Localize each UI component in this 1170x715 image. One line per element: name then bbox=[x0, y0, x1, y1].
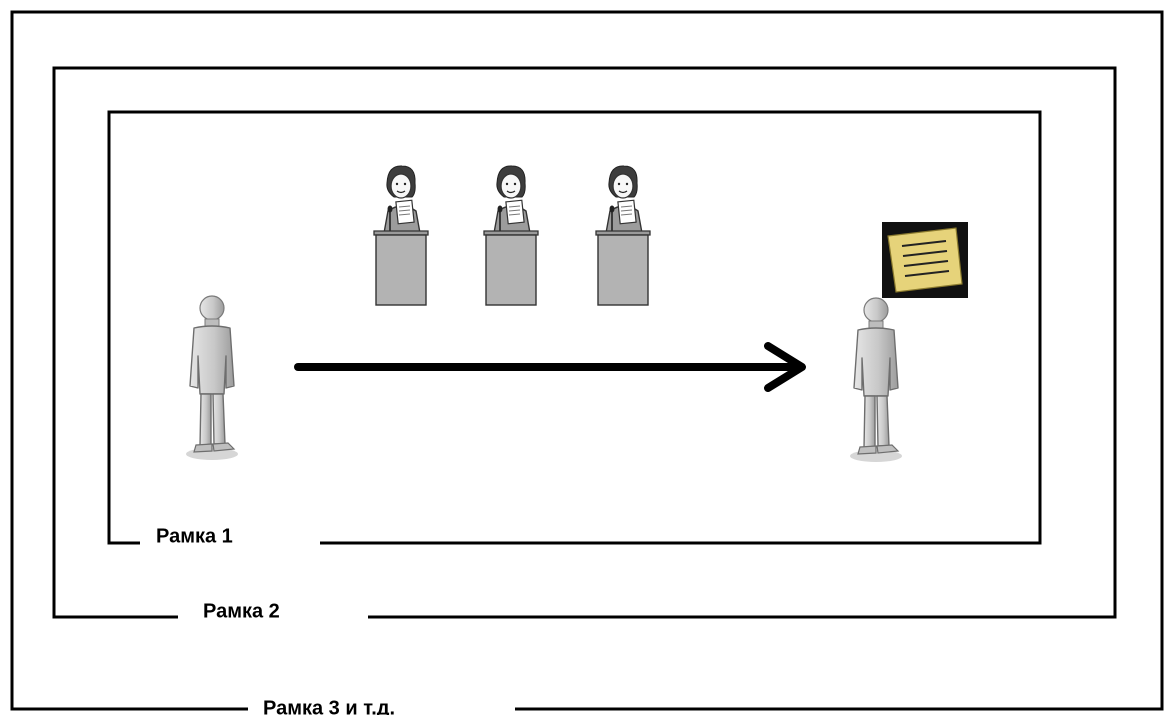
frame-1-label: Рамка 1 bbox=[156, 525, 233, 547]
left-person-icon bbox=[185, 295, 239, 461]
frame-3-label: Рамка 3 и т.д. bbox=[263, 697, 395, 715]
frame-2: Рамка 2 bbox=[52, 66, 1117, 622]
speakers-group bbox=[373, 165, 651, 306]
speaker-at-podium-icon bbox=[483, 165, 539, 306]
sticky-note-icon bbox=[882, 222, 968, 298]
frame-1: Рамка 1 bbox=[107, 110, 1042, 547]
speaker-at-podium-icon bbox=[595, 165, 651, 306]
frame-3: Рамка 3 и т.д. bbox=[10, 10, 1164, 715]
right-person-icon bbox=[849, 297, 903, 463]
right-arrow-icon bbox=[294, 342, 806, 392]
speaker-at-podium-icon bbox=[373, 165, 429, 306]
frame-2-label: Рамка 2 bbox=[203, 600, 280, 622]
